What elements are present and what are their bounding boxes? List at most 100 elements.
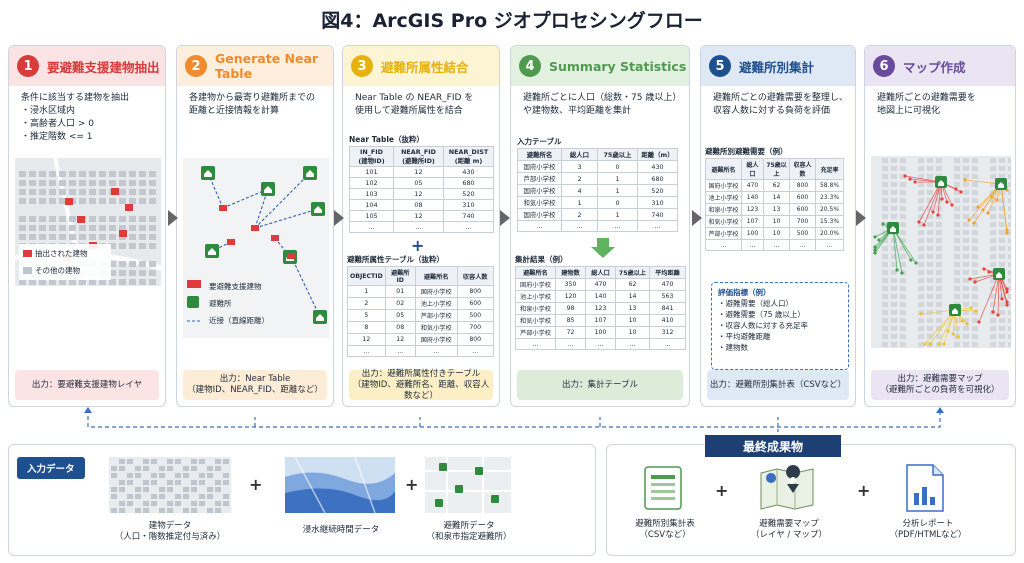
table-cell: 和気小学校: [515, 314, 556, 327]
table-row: ............: [517, 220, 678, 232]
plus-sign: +: [857, 481, 871, 500]
table-header: OBJECTID: [347, 266, 386, 286]
table-cell: 740: [443, 210, 494, 222]
plus-sign: +: [405, 475, 419, 494]
table-cell: 10: [763, 227, 790, 240]
table-header: NEAR_FID (避難所ID): [393, 146, 444, 167]
table-cell: 20.0%: [815, 227, 844, 240]
table-cell: 12: [393, 188, 444, 200]
step-description: 避難所ごとに人口（総数・75 歳以上）や建物数、平均距離を集計: [523, 93, 682, 116]
step-output: 出力：Near Table（建物ID、NEAR_FID、距離など）: [183, 370, 327, 400]
step-header: 2 Generate Near Table: [177, 46, 333, 86]
table-cell: ...: [515, 338, 556, 350]
table-cell: 600: [456, 297, 494, 310]
indicator-item: ・収容人数に対する充足率: [718, 321, 808, 330]
building-data-thumbnail: [109, 457, 231, 513]
table-cell: 3: [561, 160, 598, 173]
demand-table-label: 避難所別避難需要（例）: [705, 147, 788, 156]
table-cell: 563: [649, 290, 686, 303]
table-cell: ...: [414, 345, 458, 357]
table-cell: 470: [585, 278, 616, 291]
table-cell: ...: [637, 220, 678, 232]
table-cell: 98: [555, 302, 586, 315]
table-cell: 14: [615, 290, 650, 303]
table-cell: 国府小学校: [414, 285, 458, 298]
table-cell: ...: [789, 239, 816, 251]
step-description: Near Table の NEAR_FID を使用して避難所属性を結合: [355, 93, 474, 116]
table-header: 充足率: [815, 158, 844, 180]
near-table: IN_FID (建物ID)NEAR_FID (避難所ID)NEAR_DIST (…: [349, 146, 494, 233]
table-cell: 350: [555, 278, 586, 291]
table-cell: ...: [763, 239, 790, 251]
table-cell: 410: [649, 314, 686, 327]
table-cell: 02: [384, 297, 416, 310]
table-cell: 470: [741, 179, 764, 192]
step-title: マップ作成: [903, 59, 966, 75]
table-cell: ...: [741, 239, 764, 251]
legend-extracted: 抽出された建物: [35, 249, 88, 258]
table-cell: 100: [585, 326, 616, 339]
input-data-label: 入力データ: [17, 457, 85, 479]
table-cell: 100: [741, 227, 764, 240]
table-cell: 102: [349, 177, 394, 189]
table-cell: 05: [384, 309, 416, 322]
table-cell: ...: [456, 345, 494, 357]
table-cell: 101: [349, 166, 394, 178]
dashed-connector: [84, 407, 944, 439]
near-table-label: Near Table（抜粋）: [349, 135, 424, 144]
table-cell: ...: [393, 221, 444, 233]
table-header: 避難所名: [515, 266, 556, 279]
table-header: 総人口: [585, 266, 616, 279]
table-cell: 310: [637, 196, 678, 209]
summary-table-label: 集計結果（例）: [515, 255, 568, 264]
table-cell: 12: [393, 210, 444, 222]
table-cell: 和泉小学校: [705, 203, 742, 216]
table-cell: 国府小学校: [517, 184, 562, 197]
table-cell: 430: [637, 160, 678, 173]
demand-map: [871, 156, 1011, 348]
table-cell: 芦部小学校: [515, 326, 556, 339]
final-map-caption: 避難需要マップ（レイヤ / マップ）: [750, 519, 827, 540]
step-number: 3: [351, 55, 373, 77]
table-cell: 芦部小学校: [705, 227, 742, 240]
final-outputs-panel: 最終成果物 + + 避難所別集計表（CSVなど） 避難需要マップ（レイヤ / マ…: [606, 435, 1016, 556]
table-cell: 2: [347, 297, 386, 310]
plus-sign: +: [249, 475, 263, 494]
table-cell: 芦部小学校: [414, 309, 458, 322]
table-cell: 1: [597, 208, 638, 221]
table-header: 75歳以上: [597, 148, 638, 161]
table-cell: 池上小学校: [515, 290, 556, 303]
step-header: 1 要避難支援建物抽出: [9, 46, 165, 86]
table-row: ...............: [515, 338, 686, 350]
table-cell: 12: [384, 333, 416, 346]
step-number: 2: [185, 55, 207, 77]
table-cell: 841: [649, 302, 686, 315]
table-cell: 520: [637, 184, 678, 197]
table-cell: 15.3%: [815, 215, 844, 228]
table-header: 収容人数: [456, 266, 494, 286]
table-cell: ...: [615, 338, 650, 350]
step-number: 4: [519, 55, 541, 77]
table-cell: 05: [393, 177, 444, 189]
table-cell: 池上小学校: [414, 297, 458, 310]
table-cell: 107: [741, 215, 764, 228]
table-cell: ...: [649, 338, 686, 350]
table-header: 避難所名: [414, 266, 458, 286]
legend-near: 近接（直線距離）: [209, 316, 269, 325]
plus-sign: +: [715, 481, 729, 500]
table-cell: 和気小学校: [517, 196, 562, 209]
table-cell: ...: [349, 221, 394, 233]
table-cell: ...: [384, 345, 416, 357]
table-cell: ...: [705, 239, 742, 251]
indicator-item: ・避難需要（総人口）: [718, 299, 793, 308]
table-cell: 1: [597, 172, 638, 185]
